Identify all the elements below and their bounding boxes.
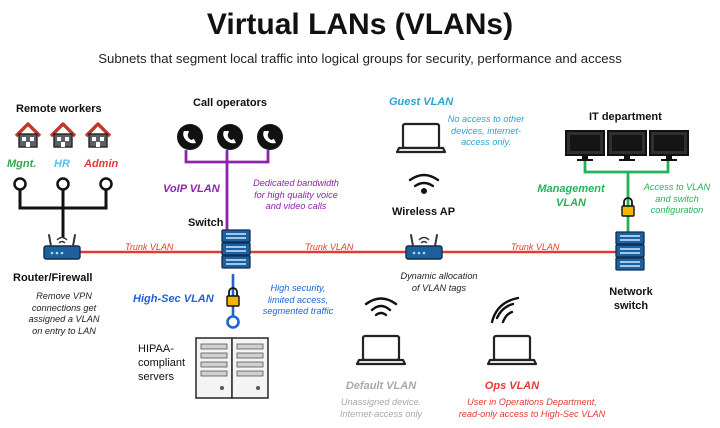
management-connector	[583, 160, 670, 232]
trunk-vlan-label-3: Trunk VLAN	[511, 242, 560, 252]
server-icon	[231, 337, 269, 399]
ops-vlan-note: User in Operations Department,read-only …	[458, 397, 606, 419]
laptop-icon	[486, 334, 538, 366]
page-subtitle: Subnets that segment local traffic into …	[98, 51, 622, 66]
trunk-vlan-label-2: Trunk VLAN	[305, 242, 354, 252]
house-icon	[49, 122, 77, 149]
wireless-ap-icon	[405, 234, 443, 260]
voip-connector	[184, 150, 270, 230]
remote-workers-label: Remote workers	[16, 103, 102, 115]
high-sec-vlan-note: High security,limited access,segmented t…	[262, 283, 334, 316]
wifi-icon	[408, 173, 440, 194]
remote-workers-connector	[18, 185, 108, 238]
phone-icon	[177, 124, 203, 150]
switch-label: Switch	[188, 217, 224, 229]
router-icon	[43, 234, 81, 260]
admin-group-label: Admin	[84, 158, 119, 170]
switch-icon	[221, 229, 251, 269]
wireless-ap-label: Wireless AP	[392, 206, 456, 218]
it-department-label: IT department	[589, 111, 662, 123]
monitor-icon	[565, 130, 605, 162]
default-vlan-label: Default VLAN	[345, 380, 417, 392]
high-sec-node	[226, 315, 240, 329]
wifi-icon	[490, 296, 520, 324]
network-switch-icon	[615, 231, 645, 271]
voip-vlan-label: VoIP VLAN	[163, 183, 220, 195]
hr-node	[56, 177, 70, 191]
wifi-icon	[364, 297, 398, 317]
page-title: Virtual LANs (VLANs)	[206, 8, 514, 41]
monitor-icon	[607, 130, 647, 162]
server-icon	[195, 337, 233, 399]
mgnt-group-label: Mgnt.	[7, 158, 37, 170]
monitor-icon	[649, 130, 689, 162]
phone-icon	[217, 124, 243, 150]
call-operators-label: Call operators	[193, 97, 267, 109]
ops-vlan-label: Ops VLAN	[484, 380, 540, 392]
router-firewall-label: Router/Firewall	[13, 272, 93, 284]
mgnt-node	[13, 177, 27, 191]
laptop-icon	[355, 334, 407, 366]
house-icon	[14, 122, 42, 149]
high-sec-vlan-label: High-Sec VLAN	[133, 293, 214, 305]
default-vlan-note: Unassigned device.Internet-access only	[339, 397, 423, 419]
hr-group-label: HR	[54, 158, 70, 170]
guest-vlan-label: Guest VLAN	[389, 96, 454, 108]
phone-icon	[257, 124, 283, 150]
admin-node	[99, 177, 113, 191]
house-icon	[84, 122, 112, 149]
trunk-vlan-label-1: Trunk VLAN	[125, 242, 174, 252]
